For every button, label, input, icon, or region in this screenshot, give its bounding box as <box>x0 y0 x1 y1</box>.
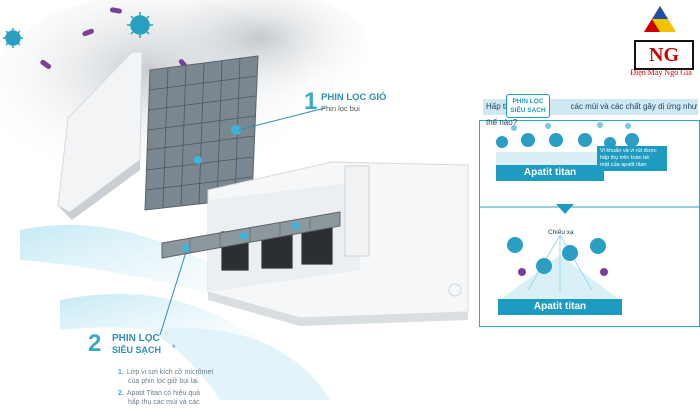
ac-indoor-unit <box>207 161 469 326</box>
super-clean-filter-tag: PHIN LỌC SIÊU SẠCH <box>506 94 550 118</box>
list-item-text-cont: của phin lọc giữ bụi lại. <box>128 378 200 385</box>
germ-icon <box>127 12 153 38</box>
bacteria-icon <box>40 7 189 70</box>
callout-2-asterisk: * <box>172 343 176 353</box>
list-item-text: Apatit Titan có hiệu quả <box>126 390 201 397</box>
question-prefix: Hấp thụ <box>486 102 515 111</box>
logo-text: NG <box>634 40 694 70</box>
callout-1-number: 1 <box>304 88 318 115</box>
list-item: 1.Lớp vi sợi kích cỡ micrômet <box>118 368 213 377</box>
irradiation-label: Chiếu xạ <box>548 229 574 236</box>
absorption-note: Vi khuẩn và vi rút được hấp thụ trên toà… <box>597 146 667 171</box>
callout-2-number: 2 <box>88 330 102 357</box>
germ-icon <box>3 28 23 48</box>
list-item-text-cont: hấp thụ các mùi và các <box>128 399 200 406</box>
list-item: 2.Apatit Titan có hiệu quả <box>118 389 213 398</box>
irradiation-scene-bottom <box>500 234 620 300</box>
note-line2: hấp thụ trên toàn bề <box>600 155 650 161</box>
list-item-number: 1. <box>118 369 124 376</box>
brand-logo: NG Điện Máy Ngô Gia <box>620 2 700 88</box>
super-clean-filter <box>161 211 341 259</box>
note-line1: Vi khuẩn và vi rút được <box>600 148 657 154</box>
note-line3: mặt của apatit titan <box>600 162 647 168</box>
callout-2-title-line1: PHIN LỌC <box>112 333 160 344</box>
callout-1-subtitle: Phin lọc bụi <box>321 104 360 113</box>
callout-2-leader <box>159 251 187 336</box>
tag-line1: PHIN LỌC <box>512 98 544 105</box>
callout-2-title-line2: SIÊU SẠCH <box>112 345 162 355</box>
tag-line2: SIÊU SẠCH <box>510 107 546 114</box>
list-item-text: Lớp vi sợi kích cỡ micrômet <box>126 369 214 376</box>
logo-triangle-icon <box>644 6 676 32</box>
brand-name: Điện Máy Ngô Gia <box>630 68 692 77</box>
apatite-titanium-label-bottom: Apatit titan <box>498 299 622 315</box>
callout-1-leader <box>237 107 326 131</box>
feature-list: 1.Lớp vi sợi kích cỡ micrômet của phin l… <box>118 368 213 407</box>
callout-1-title: PHIN LỌC GIÓ <box>321 92 387 103</box>
apatite-titanium-label-top: Apatit titan <box>496 165 604 181</box>
question-suffix: các mùi và các chất gây dị ứng như thế n… <box>486 102 698 127</box>
front-panel-edge <box>58 160 140 220</box>
air-flow <box>150 328 330 400</box>
air-filter <box>144 55 259 211</box>
list-item-number: 2. <box>118 390 124 397</box>
down-arrow-icon <box>556 204 574 214</box>
